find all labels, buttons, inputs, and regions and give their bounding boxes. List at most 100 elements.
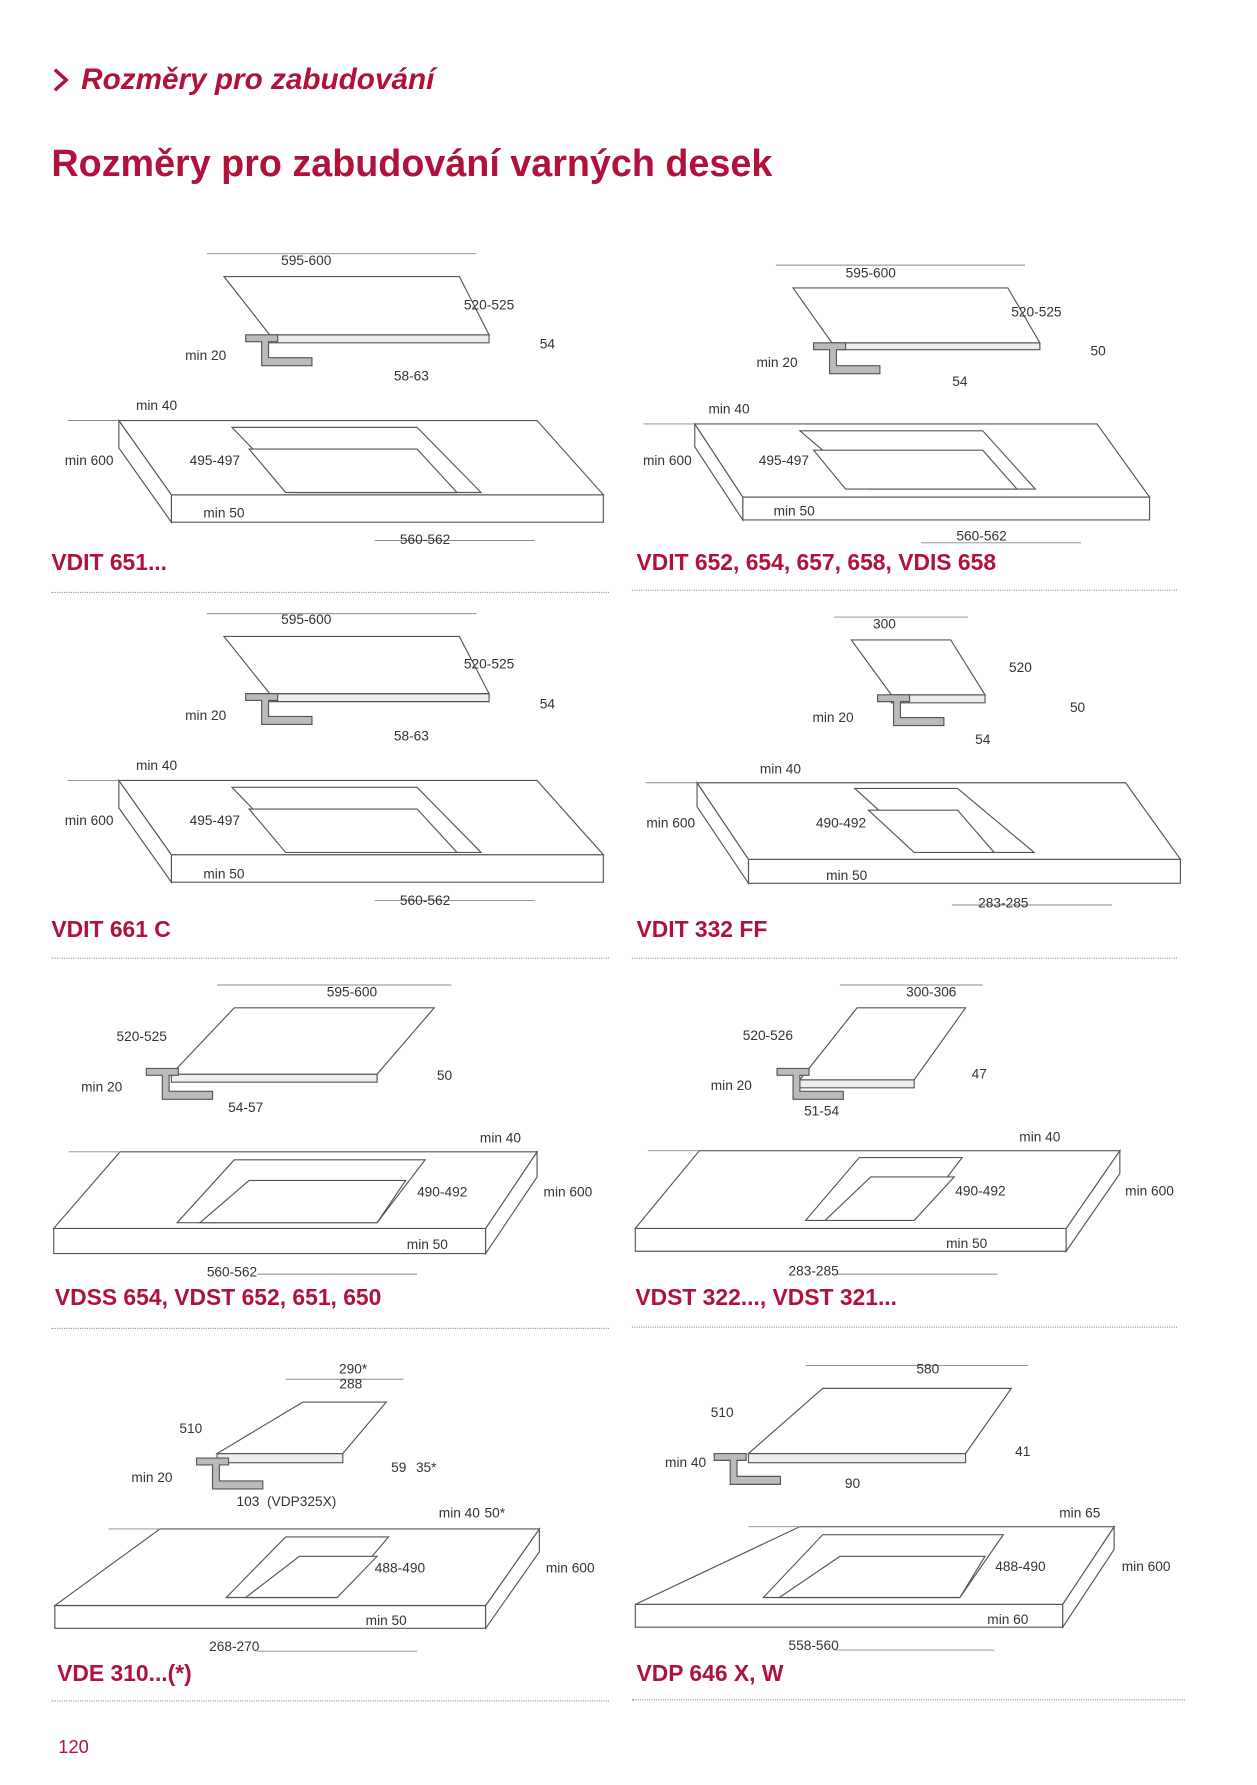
dimension-label: 47: [972, 1067, 987, 1082]
dimension-label: 490-492: [955, 1183, 1005, 1198]
dimension-label: 595-600: [281, 253, 332, 268]
divider: [51, 591, 610, 594]
dimension-label: 488-490: [995, 1559, 1046, 1574]
mounting-bracket: [877, 694, 945, 727]
dimension-label: min 50: [407, 1237, 449, 1252]
dimension-label: min 65: [1059, 1506, 1101, 1521]
dimension-label: min 50: [203, 867, 245, 882]
dimension-label: min 40: [136, 758, 178, 773]
dimension-label: min 40: [1019, 1130, 1061, 1145]
dimension-label: min 600: [1125, 1183, 1174, 1198]
dimension-label: 520-525: [117, 1029, 168, 1044]
model-caption: VDIT 652, 654, 657, 658, VDIS 658: [636, 550, 997, 576]
dimension-label: 510: [179, 1421, 202, 1436]
hob-top: [746, 1387, 1013, 1455]
dimension-label: 50: [1091, 343, 1107, 358]
dimension-label: 495-497: [759, 453, 809, 468]
dimension-label: 51-54: [804, 1103, 839, 1118]
dimension-label: 54: [952, 374, 968, 389]
dimension-label: min 60: [987, 1612, 1029, 1627]
dimension-label: min 40: [480, 1131, 522, 1146]
divider: [631, 957, 1177, 959]
dimension-label: 50*: [485, 1506, 506, 1521]
dimension-label: 300: [873, 616, 896, 631]
hob-top: [222, 635, 491, 695]
dimension-label: 558-560: [788, 1638, 839, 1653]
dimension-label: 58-63: [394, 369, 429, 384]
mounting-bracket: [145, 1067, 214, 1100]
divider: [631, 589, 1177, 591]
hob-top: [791, 287, 1041, 344]
dimension-label: 490-492: [816, 815, 866, 830]
dimension-label: min 600: [546, 1560, 595, 1575]
divider: [51, 957, 610, 959]
hob-edge: [269, 334, 490, 344]
dimension-label: min 50: [826, 868, 868, 883]
dimension-label: 560-562: [956, 528, 1006, 543]
dimension-label: min 600: [646, 815, 695, 830]
dimension-label: min 40: [708, 402, 750, 417]
hob-top: [222, 275, 491, 336]
dimension-label: 560-562: [400, 532, 450, 547]
divider: [631, 1326, 1177, 1328]
dimension-label: 580: [916, 1362, 939, 1377]
dimension-label: 595-600: [281, 612, 332, 627]
dimension-label: min 40: [760, 762, 802, 777]
model-caption: VDIT 332 FF: [636, 917, 768, 943]
dimension-label: min 40: [439, 1506, 481, 1521]
dimension-label: 520-525: [1011, 305, 1062, 320]
dimension-label: min 600: [544, 1184, 593, 1199]
dimension-label: min 600: [1122, 1559, 1171, 1574]
dimension-label: 50: [437, 1068, 453, 1083]
model-caption: VDIT 661 C: [51, 917, 171, 943]
hob-edge: [216, 1452, 344, 1464]
cutout-inner: [866, 809, 996, 854]
dimension-label: 103: [237, 1494, 260, 1509]
dimension-label: 268-270: [209, 1639, 260, 1654]
worktop-front: [634, 1227, 1067, 1252]
dimension-label: min 50: [946, 1236, 988, 1251]
dimension-label: 54: [540, 337, 556, 352]
hob-top: [170, 1007, 436, 1075]
breadcrumb[interactable]: Rozměry pro zabudování: [51, 62, 434, 97]
divider: [51, 1700, 610, 1702]
hob-edge: [831, 342, 1041, 351]
dimension-label: 35*: [416, 1460, 437, 1475]
dimension-label: 490-492: [417, 1184, 467, 1199]
chevron-right-icon: [53, 67, 69, 91]
dimension-label: 520-525: [464, 656, 515, 671]
dimension-label: 300-306: [906, 984, 957, 999]
divider: [631, 1699, 1185, 1701]
mounting-bracket: [245, 334, 313, 367]
mounting-bracket: [195, 1457, 264, 1490]
hob-top: [798, 1007, 967, 1081]
dimension-label: min 20: [81, 1079, 123, 1094]
mounting-bracket: [813, 342, 881, 375]
cutout-inner: [243, 1555, 379, 1599]
dimension-label: min 50: [774, 503, 816, 518]
worktop-front: [747, 858, 1181, 884]
dimension-label: 58-63: [394, 728, 429, 743]
dimension-label: min 50: [366, 1613, 408, 1628]
dimension-label: min 600: [65, 813, 114, 828]
dimension-label: 560-562: [207, 1264, 257, 1279]
mounting-bracket: [776, 1067, 844, 1100]
dimension-label: min 600: [65, 453, 114, 468]
dimension-label: min 20: [812, 710, 854, 725]
cutout-inner: [777, 1555, 987, 1599]
dimension-label: min 20: [756, 355, 798, 370]
breadcrumb-label: Rozměry pro zabudování: [81, 61, 435, 96]
dimension-label: min 600: [643, 453, 692, 468]
hob-edge: [747, 1452, 967, 1464]
dimension-label: min 20: [711, 1078, 753, 1093]
dimension-label: 520-526: [743, 1028, 794, 1043]
dimension-label: min 50: [203, 506, 245, 521]
cutout-inner: [247, 808, 459, 854]
cutout-inner: [247, 448, 459, 494]
dimension-label: min 40: [665, 1455, 707, 1470]
dimension-label: 495-497: [190, 453, 240, 468]
dimension-label: 488-490: [375, 1560, 426, 1575]
dimension-label: 54: [975, 732, 991, 747]
